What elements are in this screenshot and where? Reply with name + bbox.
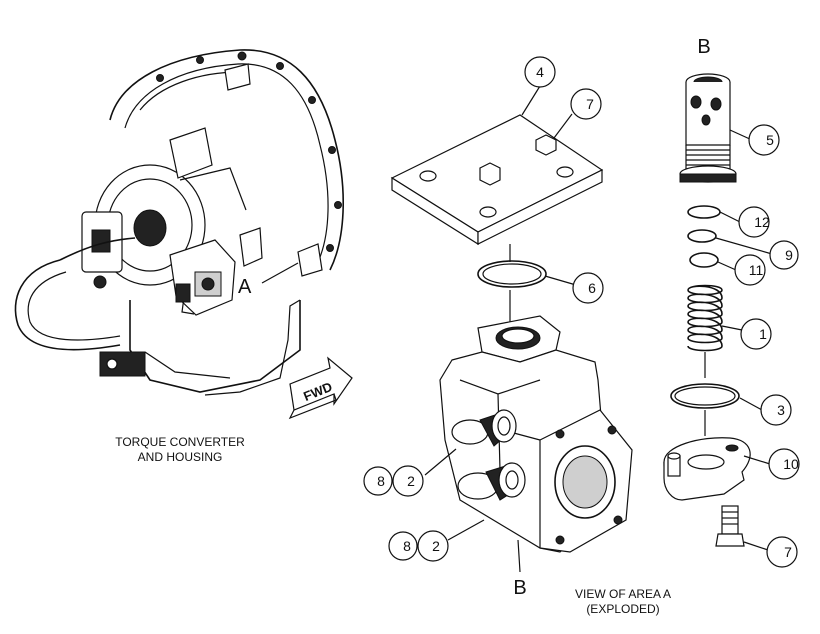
torque-converter-housing-illustration <box>14 49 345 396</box>
callout-7-bottom: 7 <box>766 536 798 568</box>
callout-leaders <box>424 85 773 551</box>
o-ring-3 <box>670 383 740 436</box>
callout-10: 10 <box>768 448 800 480</box>
o-ring-12 <box>687 205 721 219</box>
callout-3: 3 <box>760 394 792 426</box>
callout-2-lower: 2 <box>417 530 449 562</box>
torque-converter-caption-line2: AND HOUSING <box>138 450 223 464</box>
o-ring-11 <box>689 252 719 268</box>
retainer-plate <box>663 437 751 501</box>
svg-text:6: 6 <box>588 280 596 296</box>
callout-11: 11 <box>734 254 766 286</box>
callout-9: 9 <box>769 240 799 270</box>
svg-text:4: 4 <box>536 64 544 80</box>
callout-7-top: 7 <box>570 88 602 120</box>
callout-4: 4 <box>524 56 556 88</box>
svg-text:2: 2 <box>407 473 415 489</box>
gasket-ring <box>477 260 547 322</box>
label-b-bottom: B <box>513 577 526 599</box>
callout-8-upper: 8 <box>363 466 393 496</box>
svg-text:2: 2 <box>432 538 440 554</box>
forward-arrow-icon: FWD <box>288 356 353 420</box>
label-b-top: B <box>697 36 710 58</box>
callout-6: 6 <box>572 272 604 304</box>
callout-12: 12 <box>738 206 770 238</box>
o-ring-9 <box>687 229 717 243</box>
svg-text:3: 3 <box>777 402 785 418</box>
callout-8-lower: 8 <box>388 531 418 561</box>
svg-text:9: 9 <box>785 247 793 263</box>
torque-converter-caption: TORQUE CONVERTER <box>115 435 245 449</box>
label-area-a: A <box>238 276 252 298</box>
svg-text:8: 8 <box>377 473 385 489</box>
view-caption: VIEW OF AREA A <box>575 587 671 601</box>
svg-text:1: 1 <box>759 326 767 342</box>
valve-sleeve <box>679 73 737 183</box>
svg-text:8: 8 <box>403 538 411 554</box>
view-caption-line2: (EXPLODED) <box>586 602 659 616</box>
callout-2-upper: 2 <box>392 465 424 497</box>
svg-text:12: 12 <box>754 214 770 230</box>
spring <box>687 284 723 378</box>
svg-text:10: 10 <box>783 456 799 472</box>
cover-plate <box>390 114 604 262</box>
svg-text:11: 11 <box>749 262 764 278</box>
svg-text:5: 5 <box>766 132 774 148</box>
svg-text:7: 7 <box>784 544 792 560</box>
callout-5: 5 <box>748 124 780 156</box>
svg-text:7: 7 <box>586 96 594 112</box>
bolt-7 <box>715 505 745 547</box>
valve-body-housing <box>439 315 633 573</box>
callout-1: 1 <box>740 318 772 350</box>
